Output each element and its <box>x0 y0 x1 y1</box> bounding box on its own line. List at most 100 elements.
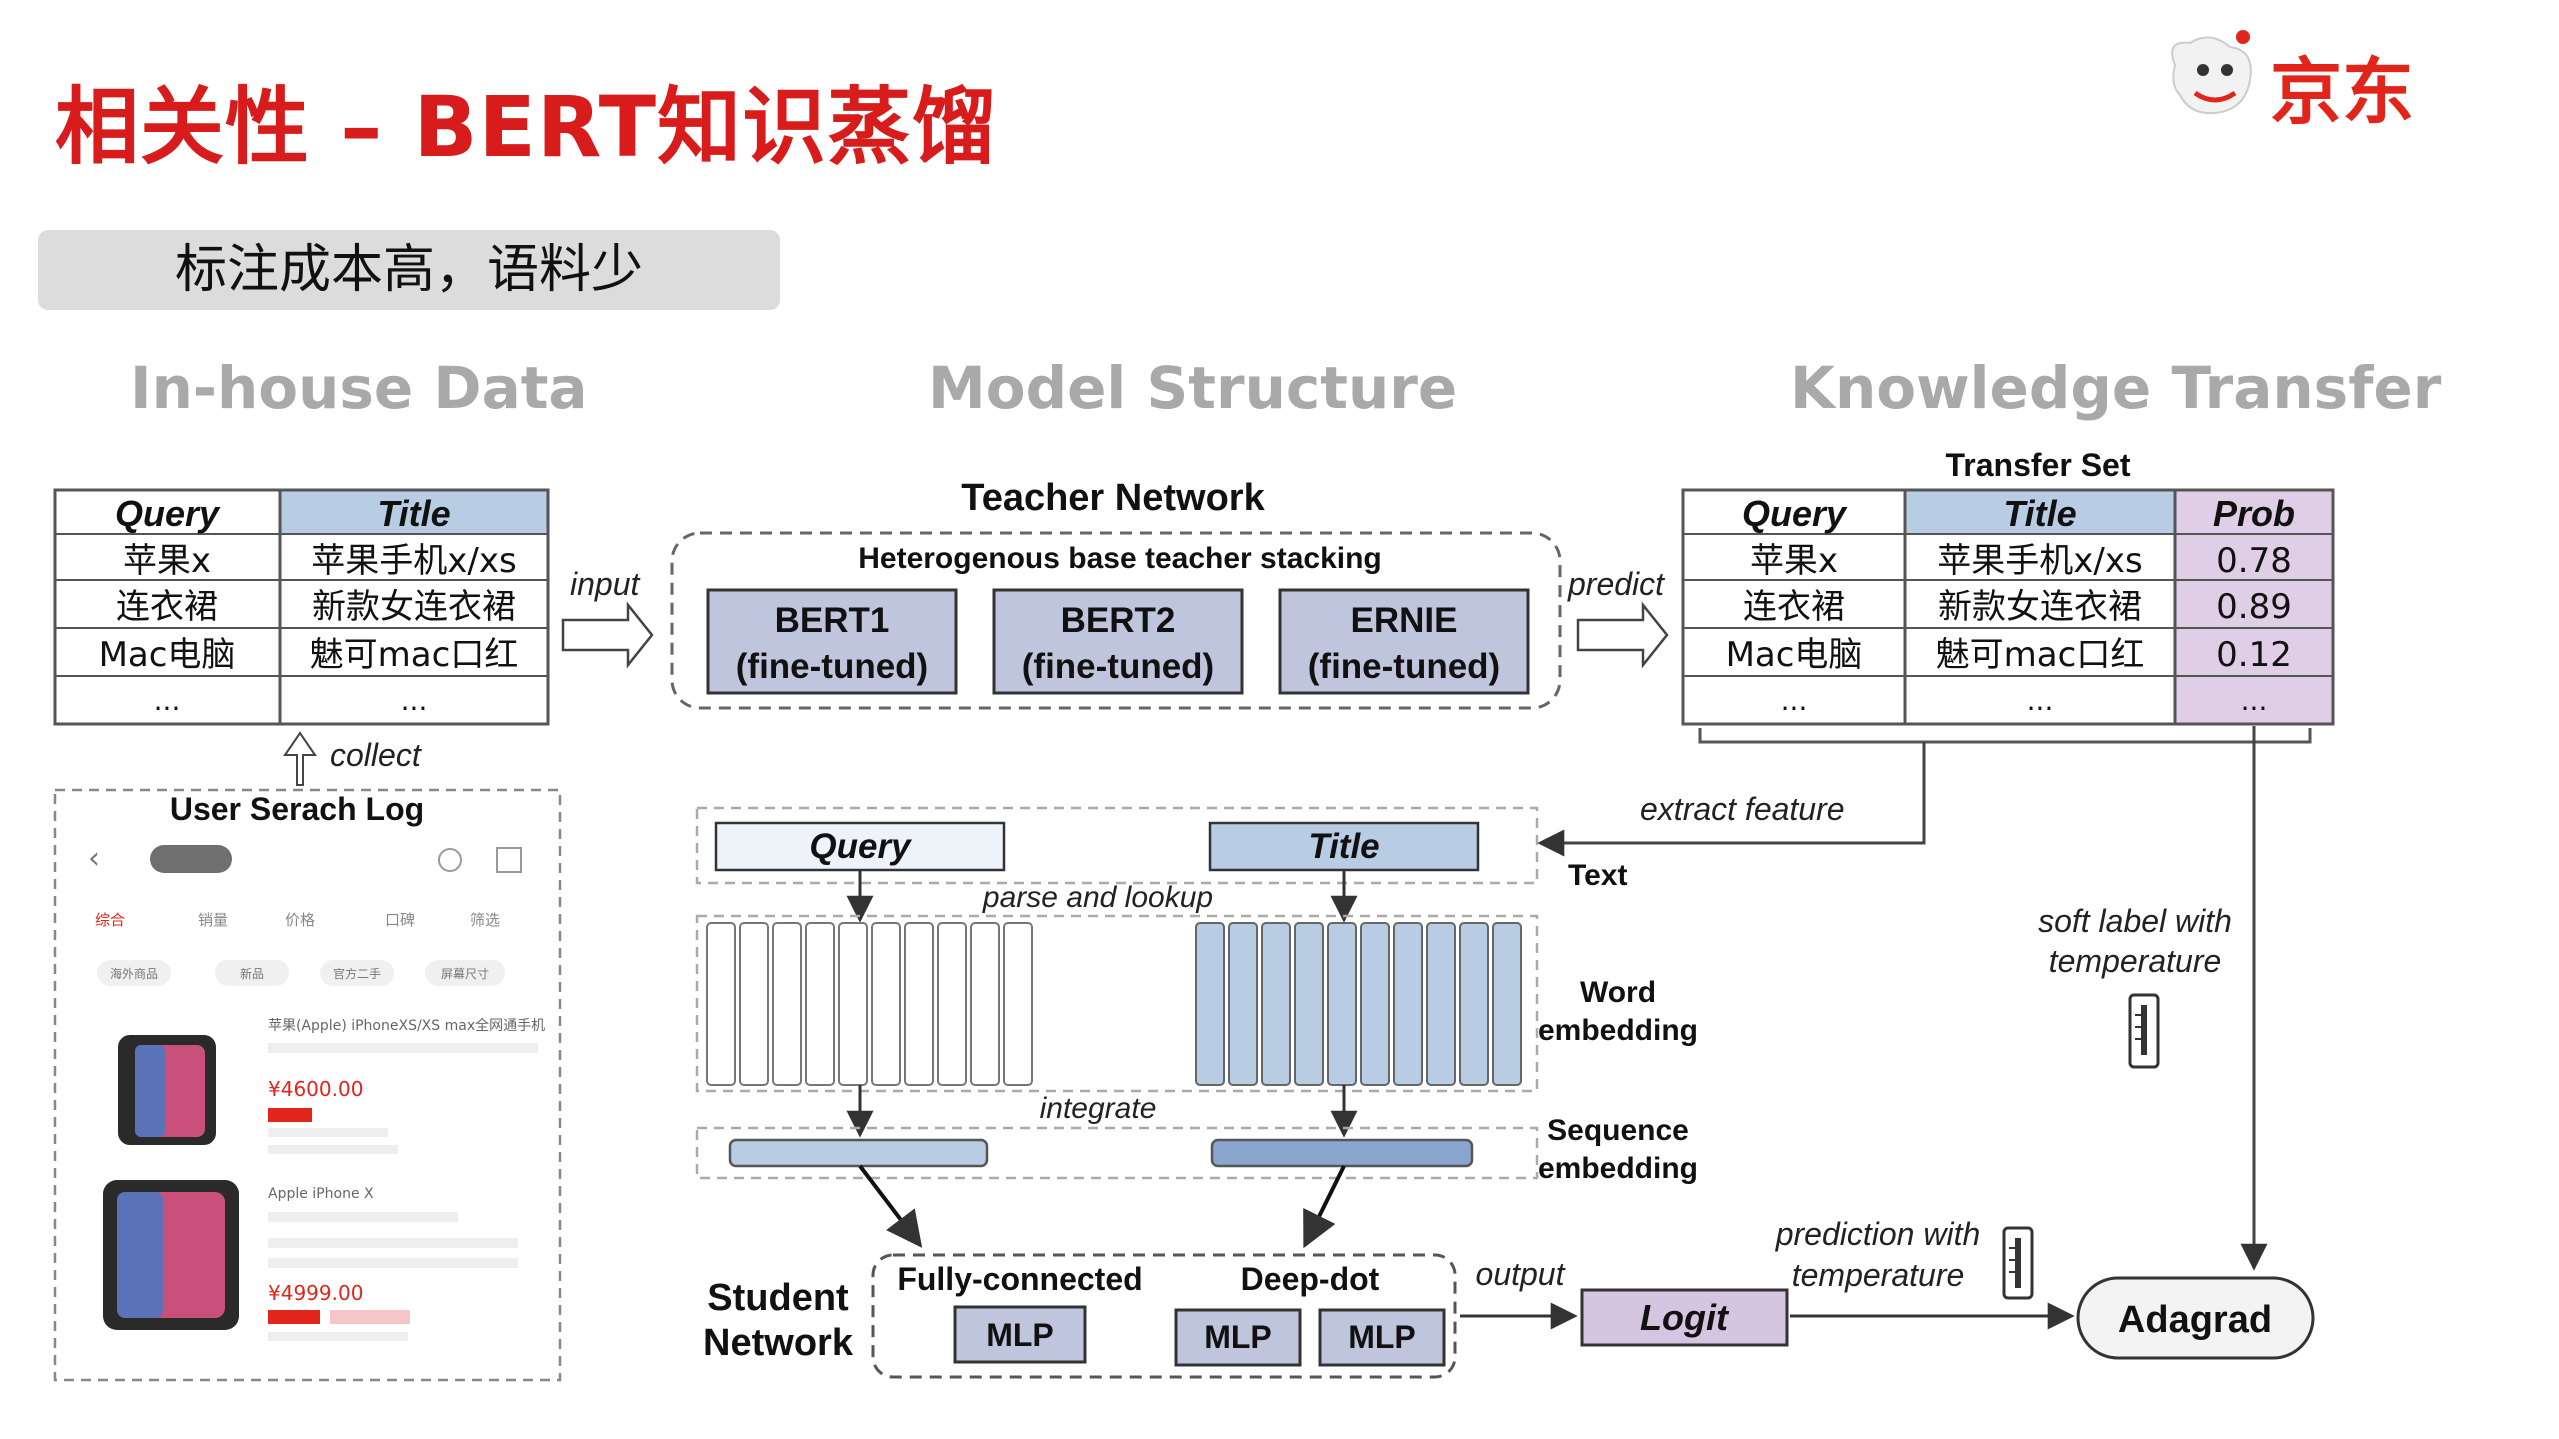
word-embedding-label: embedding <box>1538 1014 1698 1047</box>
teacher-model-name: BERT1 <box>775 601 890 640</box>
teacher-model-name: BERT2 <box>1061 601 1176 640</box>
output-label: output <box>1476 1256 1566 1292</box>
fully-connected-label: Fully-connected <box>897 1261 1142 1297</box>
in-house-cell: 苹果手机x/xs <box>311 541 516 581</box>
transfer-header-query: Query <box>1742 493 1848 534</box>
back-arrow-icon: ‹ <box>88 841 100 876</box>
text-layer-label: Text <box>1568 859 1627 892</box>
transfer-cell: 苹果手机x/xs <box>1937 541 2142 581</box>
extract-feature-label: extract feature <box>1640 791 1845 827</box>
transfer-cell: 0.78 <box>2216 541 2292 581</box>
in-house-cell: ... <box>154 684 181 717</box>
transfer-cell: ... <box>1781 684 1808 717</box>
jd-logo: 京东 <box>2155 25 2455 134</box>
product-price: ¥4600.00 <box>268 1077 363 1101</box>
predict-label: predict <box>1567 566 1665 602</box>
input-arrow <box>561 601 654 669</box>
subtitle-text: 标注成本高，语料少 <box>174 240 643 300</box>
product-desc-line <box>268 1212 458 1222</box>
query-to-mlp-arrow <box>858 1164 923 1248</box>
tab-sort: 综合 <box>95 911 125 929</box>
filter-chip-label: 海外商品 <box>110 966 158 981</box>
collect-arrow <box>283 731 317 786</box>
predict-arrow <box>1576 601 1669 669</box>
transfer-cell: ... <box>2241 684 2268 717</box>
thermometer-icon <box>2128 993 2160 1069</box>
transfer-cell: 0.12 <box>2216 635 2292 675</box>
mlp-box-deepdot-1 <box>1174 1308 1302 1367</box>
teacher-network-title: Teacher Network <box>961 477 1265 519</box>
filter-chip-label: 屏幕尺寸 <box>441 967 489 981</box>
transfer-cell: ... <box>2027 684 2054 717</box>
integrate-label: integrate <box>1040 1092 1157 1125</box>
filter-chip <box>97 960 171 986</box>
in-house-cell: ... <box>401 684 428 717</box>
search-log-title: User Serach Log <box>170 791 424 827</box>
product-desc-line <box>268 1238 518 1248</box>
in-house-table: Query Title 苹果x 苹果手机x/xs 连衣裙 新款女连衣裙 Mac电… <box>53 488 550 726</box>
transfer-header-title: Title <box>2003 493 2076 534</box>
product-desc-line <box>268 1043 538 1053</box>
sequence-embedding-container <box>695 1126 1539 1180</box>
phone-screen-accent <box>117 1192 163 1318</box>
in-house-cell: 连衣裙 <box>116 587 218 627</box>
title-to-mlp-arrow <box>1303 1165 1346 1249</box>
transfer-set-caption: Transfer Set <box>1946 447 2131 483</box>
camera-icon <box>438 848 462 872</box>
jd-logo-text: 京东 <box>2270 50 2415 134</box>
transfer-cell: 连衣裙 <box>1743 587 1845 627</box>
tab-sort: 筛选 <box>470 911 500 929</box>
filter-chip-label: 官方二手 <box>333 966 381 981</box>
student-mlp-container <box>871 1253 1457 1379</box>
soft-label-line: temperature <box>2049 943 2222 979</box>
transfer-header-prob: Prob <box>2213 493 2295 534</box>
tab-sort: 价格 <box>285 911 315 929</box>
transfer-cell: 0.89 <box>2216 587 2292 627</box>
slide-title: 相关性 – BERT知识蒸馏 <box>55 78 998 176</box>
in-house-cell: 新款女连衣裙 <box>312 587 516 627</box>
in-house-header-query: Query <box>115 493 221 534</box>
subtitle-banner: 标注成本高，语料少 <box>38 230 780 310</box>
in-house-header-title: Title <box>377 493 450 534</box>
in-house-cell: 苹果x <box>123 541 211 581</box>
mlp-label: MLP <box>986 1317 1054 1353</box>
tab-sort: 销量 <box>198 911 228 929</box>
teacher-model-bert1: BERT1 (fine-tuned) <box>706 588 958 695</box>
logit-box <box>1580 1288 1789 1347</box>
student-query-box <box>714 821 1006 872</box>
in-house-cell: Mac电脑 <box>99 635 236 675</box>
mlp-box-fc <box>953 1305 1087 1364</box>
mlp-label: MLP <box>1348 1319 1416 1355</box>
teacher-model-name: ERNIE <box>1351 601 1458 640</box>
filter-chip-label: 新品 <box>240 966 264 981</box>
search-query-chip <box>150 845 232 873</box>
text-layer-container <box>695 806 1539 885</box>
teacher-stacking-label: Heterogenous base teacher stacking <box>858 542 1382 575</box>
product-name: 苹果(Apple) iPhoneXS/XS max全网通手机 <box>268 1017 545 1034</box>
collect-label: collect <box>330 737 422 773</box>
jd-mascot-dog-icon <box>2171 30 2252 115</box>
transfer-cell: Mac电脑 <box>1726 635 1863 675</box>
prediction-label: temperature <box>1792 1257 1965 1293</box>
soft-label-line: soft label with <box>2038 903 2232 939</box>
teacher-model-note: (fine-tuned) <box>736 647 928 686</box>
prediction-label: prediction with <box>1775 1216 1981 1252</box>
teacher-model-bert2: BERT2 (fine-tuned) <box>992 588 1244 695</box>
promo-tag <box>268 1108 312 1122</box>
tab-sort: 口碑 <box>385 911 415 929</box>
transfer-cell: 苹果x <box>1750 541 1838 581</box>
adagrad-node <box>2076 1276 2315 1360</box>
mlp-box-deepdot-2 <box>1318 1308 1446 1367</box>
filter-chip <box>425 960 505 986</box>
teacher-model-note: (fine-tuned) <box>1308 647 1500 686</box>
transfer-set-brace <box>1698 728 2312 744</box>
student-network-label: Network <box>703 1322 854 1364</box>
title-word-embeddings <box>1195 922 1522 1086</box>
product-desc-line <box>268 1258 518 1268</box>
product-meta-line <box>268 1128 388 1137</box>
teacher-model-note: (fine-tuned) <box>1022 647 1214 686</box>
sequence-embedding-label: embedding <box>1538 1152 1698 1185</box>
filter-chip <box>320 960 394 986</box>
logit-label: Logit <box>1640 1297 1730 1338</box>
